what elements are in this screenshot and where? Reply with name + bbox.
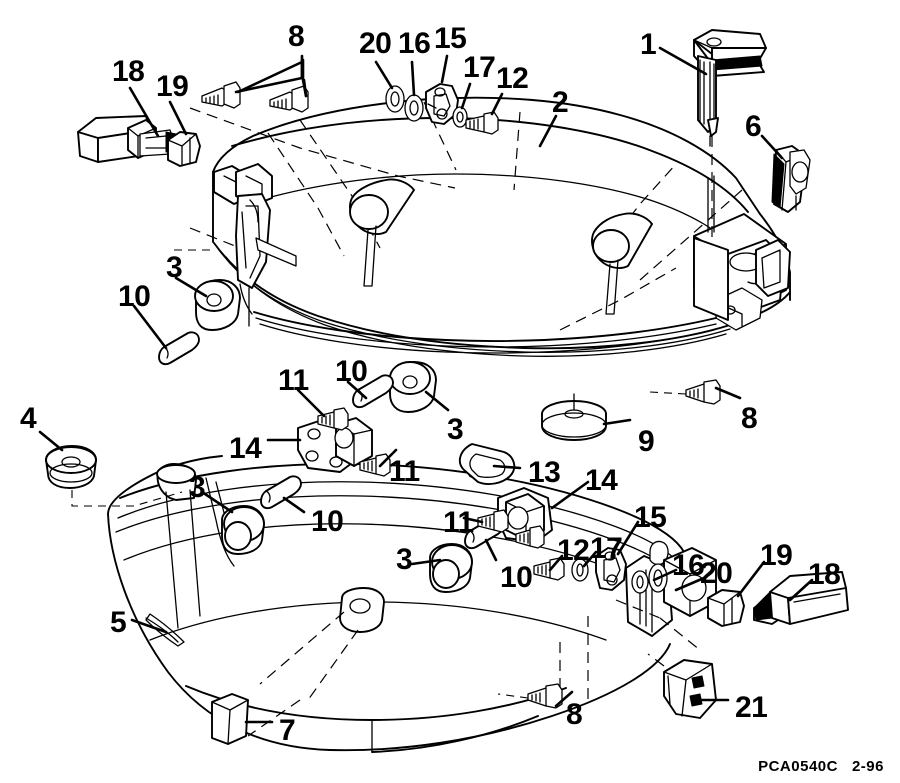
callout-11-a: 11: [278, 364, 309, 397]
callout-8-mid-right: 8: [741, 402, 758, 435]
part-8-screws-top: [201, 81, 309, 113]
part-6-wedge: [771, 145, 811, 213]
part-3-grommet-c: [221, 505, 265, 555]
callout-14-b: 14: [585, 464, 618, 497]
part-3-grommet-b: [389, 361, 437, 413]
part-18-handle-grip-bottom: [753, 571, 849, 625]
upper-cowl-part-2: [174, 96, 791, 357]
callout-20-bottom: 20: [700, 557, 733, 590]
part-1-support-bracket: [693, 29, 767, 147]
part-9-bushing: [541, 393, 607, 441]
part-11-screw-d: [515, 525, 545, 549]
callout-8-top-left: 8: [288, 20, 305, 53]
part-8-screw-bottom: [497, 683, 563, 709]
callout-9: 9: [638, 425, 655, 458]
callout-3-b: 3: [447, 413, 464, 446]
leader-lines: [38, 46, 814, 724]
callout-4: 4: [20, 402, 37, 435]
callout-18-bottom: 18: [808, 558, 841, 591]
callout-21: 21: [735, 691, 768, 724]
callout-16-top: 16: [398, 27, 431, 60]
callout-17-top: 17: [463, 51, 496, 84]
callout-19-bottom: 19: [760, 539, 793, 572]
callout-16-bottom: 16: [672, 549, 705, 582]
callout-15-bottom: 15: [634, 501, 667, 534]
part-3-grommet-d: [429, 543, 473, 593]
callout-10-a: 10: [118, 280, 151, 313]
part-18-handle-grip-top: [77, 115, 179, 163]
part-4-plug: [45, 445, 183, 507]
part-13-seal-strip: [458, 443, 516, 485]
callout-13: 13: [528, 456, 561, 489]
callout-5: 5: [110, 606, 127, 639]
callout-11-b: 11: [389, 455, 420, 488]
callout-3-d: 3: [396, 543, 413, 576]
callout-10-c: 10: [311, 505, 344, 538]
part-21-wedge-block: [647, 653, 717, 719]
lower-cowl-part-5: [107, 455, 717, 753]
part-19-knob-top: [167, 131, 201, 167]
callout-6: 6: [745, 110, 762, 143]
callout-11-c: 11: [443, 506, 474, 539]
part-7-bumper: [211, 693, 249, 745]
part-10-pin-c: [260, 475, 302, 510]
callout-10-d: 10: [500, 561, 533, 594]
callout-3-c: 3: [189, 471, 206, 504]
callout-14-a: 14: [229, 432, 262, 465]
callout-20-top: 20: [359, 27, 392, 60]
callout-10-b: 10: [335, 355, 368, 388]
callout-7: 7: [279, 714, 296, 747]
part-14-hinge-bracket-a: [297, 417, 373, 473]
callout-12-top: 12: [496, 62, 529, 95]
part-11-screw-a: [317, 407, 349, 431]
cowl-post-right: [591, 212, 653, 315]
callout-1: 1: [640, 28, 657, 61]
callout-12-bottom: 12: [557, 534, 590, 567]
part-11-screw-c: [477, 509, 509, 533]
cowl-post-left: [349, 178, 415, 287]
callout-8-bottom: 8: [566, 698, 583, 731]
callout-3-a: 3: [166, 251, 183, 284]
callout-15-top: 15: [434, 22, 467, 55]
part-8-screw-mid-right: [649, 379, 721, 405]
callout-18-top: 18: [112, 55, 145, 88]
callout-2: 2: [552, 86, 569, 119]
drawing-footer: PCA0540C 2-96: [758, 758, 884, 775]
revision-date: 2-96: [851, 758, 884, 775]
part-3-grommet-a: [194, 279, 241, 331]
callout-17-bottom: 17: [590, 532, 623, 565]
part-19-knob-bottom: [707, 589, 745, 627]
part-14-hinge-bracket-b: [497, 487, 553, 543]
drawing-number: PCA0540C: [758, 758, 838, 775]
callout-19-top: 19: [156, 70, 189, 103]
top-center-hardware: [385, 83, 499, 135]
